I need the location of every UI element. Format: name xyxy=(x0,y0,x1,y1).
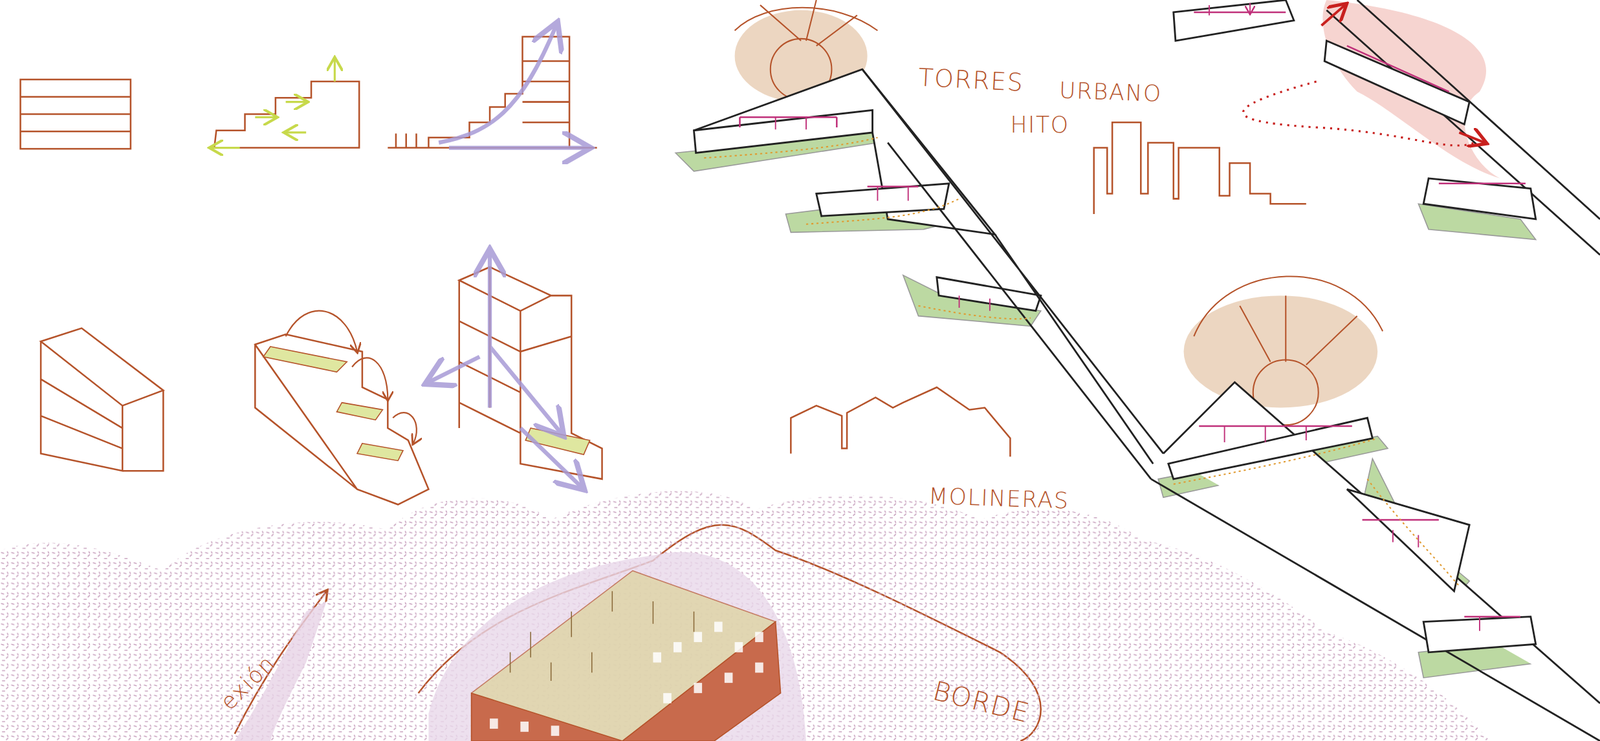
sketch-label: MOLINERAS xyxy=(928,483,1071,514)
sketch-label: URBANO xyxy=(1058,77,1162,107)
sketch-label: TORRES xyxy=(917,63,1025,98)
sketch-label: HITO xyxy=(1009,111,1069,138)
